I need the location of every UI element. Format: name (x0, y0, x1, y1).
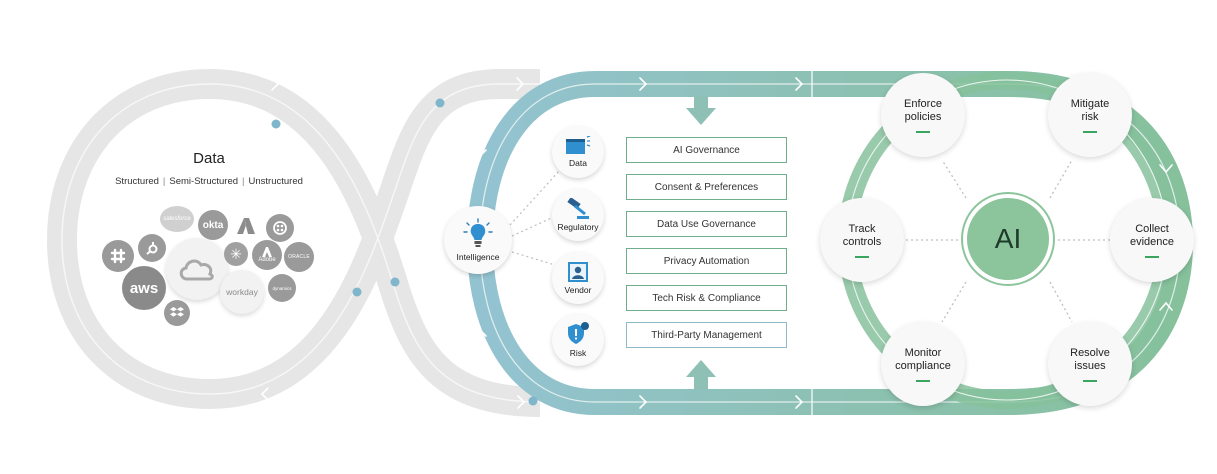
action-line1: Resolve (1070, 346, 1110, 359)
action-monitor-compliance[interactable]: Monitor compliance (881, 322, 965, 406)
action-line1: Monitor (904, 346, 942, 359)
shield-alert-icon (568, 322, 589, 344)
action-mitigate-risk[interactable]: Mitigate risk (1048, 73, 1132, 157)
input-vendor[interactable]: Vendor (552, 252, 604, 304)
gov-tech-risk-compliance[interactable]: Tech Risk & Compliance (626, 285, 787, 311)
vendor-icon (568, 262, 588, 282)
snowflake-logo: ✳ (224, 242, 248, 266)
gov-ai-governance[interactable]: AI Governance (626, 137, 787, 163)
data-type-structured: Structured (115, 176, 159, 187)
action-line1: Mitigate (1070, 97, 1110, 110)
lightbulb-icon (463, 218, 493, 247)
workday-logo: workday (220, 270, 264, 314)
input-regulatory-label: Regulatory (557, 222, 599, 232)
google-cloud-logo (166, 238, 228, 300)
action-collect-evidence[interactable]: Collect evidence (1110, 198, 1194, 282)
action-line2: compliance (895, 359, 951, 372)
hubspot-logo (138, 234, 166, 262)
input-vendor-label: Vendor (564, 285, 592, 295)
gov-privacy-automation[interactable]: Privacy Automation (626, 248, 787, 274)
action-line1: Collect (1135, 222, 1169, 235)
input-data-label: Data (569, 158, 587, 168)
data-types: Structured|Semi-Structured|Unstructured (115, 176, 303, 187)
action-track-controls[interactable]: Track controls (820, 198, 904, 282)
azure-logo (236, 216, 256, 236)
ai-spokes (906, 159, 1110, 323)
oracle-logo: ORACLE (284, 242, 314, 272)
adobe-logo: Adobe (252, 240, 282, 270)
action-dash (1145, 255, 1159, 258)
action-line2: issues (1074, 359, 1106, 372)
governance-arrows (686, 96, 716, 390)
action-line2: policies (904, 110, 942, 123)
direction-chevrons (260, 77, 1173, 409)
action-line1: Track (848, 222, 876, 235)
gov-consent-preferences[interactable]: Consent & Preferences (626, 174, 787, 200)
gov-third-party-management[interactable]: Third-Party Management (626, 322, 787, 348)
data-loop-centerline (61, 83, 541, 403)
twilio-logo (266, 214, 294, 242)
data-window-icon (566, 136, 591, 154)
gov-data-use-governance[interactable]: Data Use Governance (626, 211, 787, 237)
action-dash (855, 255, 869, 258)
intelligence-label: Intelligence (456, 252, 500, 262)
integration-logos: aws salesforce okta ✳ Adobe ORACLE workd… (0, 0, 418, 474)
dropbox-logo (164, 300, 190, 326)
ai-core[interactable]: AI (963, 194, 1053, 284)
input-regulatory[interactable]: Regulatory (552, 189, 604, 241)
aws-logo: aws (122, 266, 166, 310)
dynamics-logo: dynamics (268, 274, 296, 302)
action-enforce-policies[interactable]: Enforce policies (881, 73, 965, 157)
input-risk-label: Risk (569, 348, 587, 358)
data-title: Data (193, 150, 225, 167)
data-type-unstructured: Unstructured (248, 176, 303, 187)
action-dash (916, 130, 930, 133)
slack-logo (102, 240, 134, 272)
input-data[interactable]: Data (552, 126, 604, 178)
action-line1: Enforce (904, 97, 942, 110)
action-dash (916, 379, 930, 382)
intelligence-connectors (509, 169, 561, 266)
action-line2: risk (1081, 110, 1099, 123)
data-type-semi-structured: Semi-Structured (169, 176, 239, 187)
input-risk[interactable]: Risk (552, 314, 604, 366)
action-line2: controls (842, 235, 882, 248)
salesforce-logo: salesforce (160, 206, 194, 232)
action-dash (1083, 130, 1097, 133)
action-line2: evidence (1129, 235, 1175, 248)
flow-dots (271, 98, 538, 406)
intelligence-hub[interactable]: Intelligence (444, 206, 512, 274)
action-resolve-issues[interactable]: Resolve issues (1048, 322, 1132, 406)
action-dash (1083, 379, 1097, 382)
okta-logo: okta (198, 210, 228, 240)
gavel-icon (567, 198, 589, 219)
